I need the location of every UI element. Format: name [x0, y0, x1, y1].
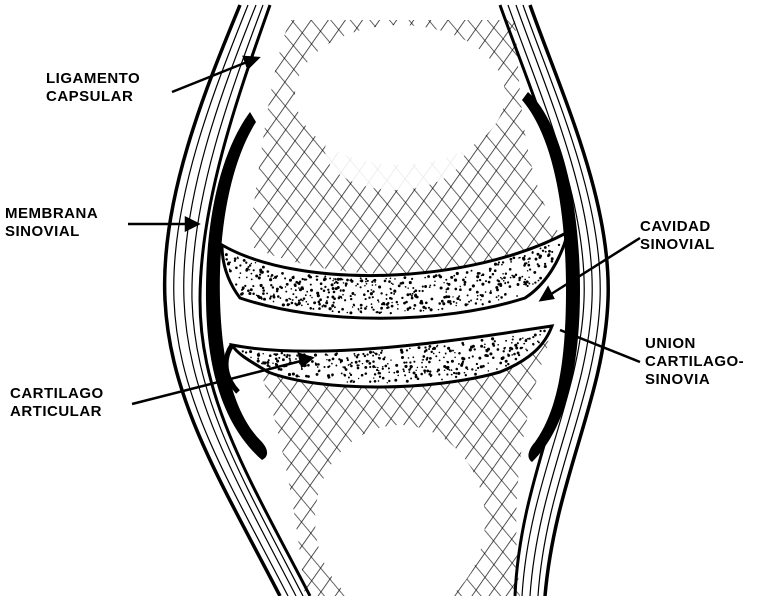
label-union-line3: SINOVIA [645, 371, 744, 389]
label-cavidad-sinovial: CAVIDAD SINOVIAL [640, 218, 715, 254]
label-cavidad-line2: SINOVIAL [640, 236, 715, 254]
label-cartilago-line1: CARTILAGO [10, 385, 104, 403]
label-membrana-line2: SINOVIAL [5, 223, 98, 241]
label-ligamento-line2: CAPSULAR [46, 88, 140, 106]
label-union-line2: CARTILAGO- [645, 353, 744, 371]
label-membrana-line1: MEMBRANA [5, 205, 98, 223]
label-union-cartilago-sinovia: UNION CARTILAGO- SINOVIA [645, 335, 744, 389]
label-cartilago-articular: CARTILAGO ARTICULAR [10, 385, 104, 421]
label-cavidad-line1: CAVIDAD [640, 218, 715, 236]
label-union-line1: UNION [645, 335, 744, 353]
label-cartilago-line2: ARTICULAR [10, 403, 104, 421]
label-ligamento-capsular: LIGAMENTO CAPSULAR [46, 70, 140, 106]
label-ligamento-line1: LIGAMENTO [46, 70, 140, 88]
label-membrana-sinovial: MEMBRANA SINOVIAL [5, 205, 98, 241]
